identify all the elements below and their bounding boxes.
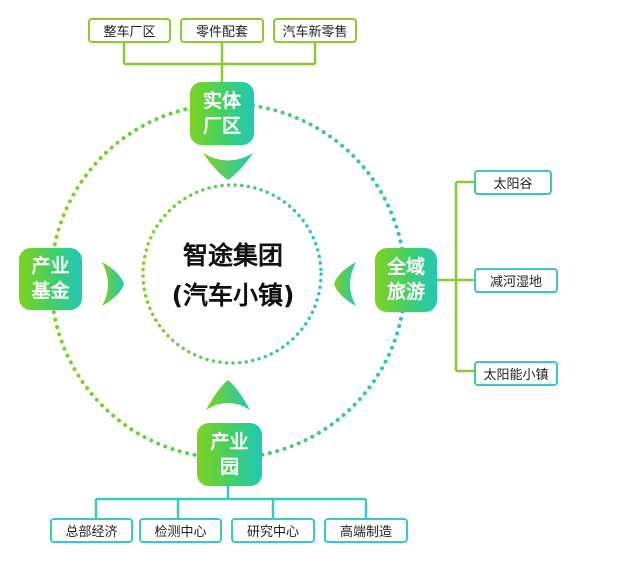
leaf-vehicle-plant: 整车厂区 <box>88 18 171 43</box>
node-tourism-line2: 旅游 <box>386 281 425 303</box>
leaf-solar-town: 太阳能小镇 <box>474 361 558 386</box>
arrow-top <box>203 153 253 180</box>
right-connector <box>437 180 476 373</box>
node-industrial-park: 产业 园 <box>197 423 262 486</box>
node-tourism: 全域 旅游 <box>375 248 437 312</box>
center-title: 智途集团 (汽车小镇) <box>145 236 321 316</box>
node-physical-plant-line1: 实体 <box>202 89 241 112</box>
leaf-auto-retail: 汽车新零售 <box>273 18 357 43</box>
leaf-testing-center: 检测中心 <box>139 518 222 543</box>
node-physical-plant-line2: 厂区 <box>202 114 241 137</box>
top-connector <box>122 42 317 82</box>
leaf-research-center: 研究中心 <box>231 518 315 543</box>
node-industry-fund-line2: 基金 <box>31 280 70 302</box>
leaf-parts-supply: 零件配套 <box>180 18 264 43</box>
inner-ring <box>141 183 323 365</box>
bottom-connector <box>94 486 368 518</box>
leaf-advanced-manufacturing: 高端制造 <box>324 518 408 543</box>
arrow-right <box>334 262 356 306</box>
leaf-hq-economy: 总部经济 <box>50 518 133 543</box>
node-industry-fund: 产业 基金 <box>19 248 82 310</box>
leaf-sun-valley: 太阳谷 <box>474 170 552 195</box>
arrow-left <box>102 262 124 306</box>
leaf-wetland: 减河湿地 <box>474 268 558 293</box>
node-physical-plant: 实体 厂区 <box>190 82 254 145</box>
center-title-line1: 智途集团 <box>182 241 283 270</box>
node-industry-fund-line1: 产业 <box>31 255 70 277</box>
node-tourism-line1: 全域 <box>386 256 425 278</box>
node-industrial-park-line1: 产业 <box>210 430 249 453</box>
node-industrial-park-line2: 园 <box>219 455 239 478</box>
arrow-bottom <box>206 380 250 410</box>
center-title-line2: (汽车小镇) <box>171 281 295 310</box>
